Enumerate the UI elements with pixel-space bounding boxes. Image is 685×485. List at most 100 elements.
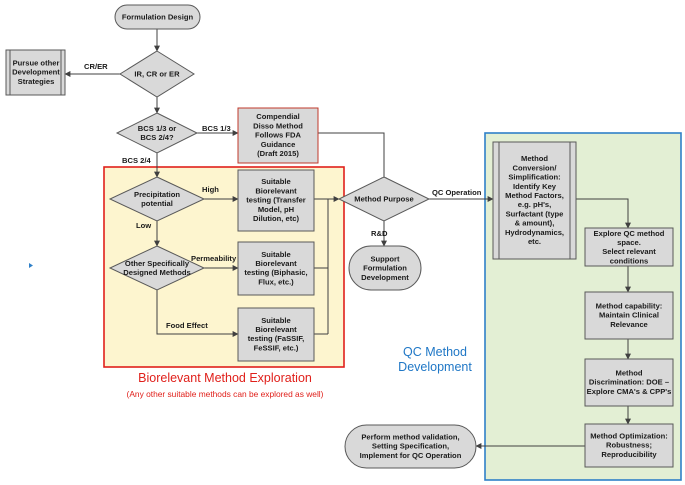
edge-other-to-fassif <box>156 290 239 337</box>
validation-line: Implement for QC Operation <box>360 451 462 460</box>
qc-region-title-line1: QC Method <box>403 345 467 359</box>
fassif-line: Biorelevant <box>255 325 297 334</box>
method-conversion-line: etc. <box>528 237 541 246</box>
edge-label-bcs-13: BCS 1/3 <box>202 124 231 133</box>
formulation-design-node <box>114 4 201 30</box>
method-conversion-line: Method <box>521 154 548 163</box>
ir-cr-er-decision <box>119 50 195 98</box>
edge-label-food-effect: Food Effect <box>166 321 208 330</box>
explore-qc-line: Explore QC method <box>594 229 665 238</box>
qc-region-title: QC Method Development <box>380 345 490 375</box>
method-purpose-label: Method Purpose <box>354 195 414 204</box>
compendial-line: Guidance <box>261 140 296 149</box>
formulation-design-label: Formulation Design <box>122 13 194 22</box>
edge-label-rd: R&D <box>371 229 388 238</box>
ir-cr-er-label: IR, CR or ER <box>134 70 180 79</box>
biphasic-line: Biorelevant <box>255 259 297 268</box>
fassif-line: FeSSIF, etc.) <box>254 343 299 352</box>
transfer-model-node <box>237 169 315 232</box>
edge-label-low: Low <box>136 221 151 230</box>
method-optimization-label: Method Optimization:Robustness;Reproduci… <box>590 431 668 458</box>
pursue-other-line: Strategies <box>18 77 55 86</box>
precipitation-line: potential <box>141 199 173 208</box>
method-conversion-line: Hydrodynamics, <box>505 228 564 237</box>
method-conversion-line: & amount), <box>515 219 555 228</box>
method-capability-node <box>584 291 674 340</box>
validation-line: Setting Specification, <box>372 442 449 451</box>
method-optimization-line: Method Optimization: <box>590 431 668 440</box>
method-conversion-line: e.g. pH's, <box>518 200 551 209</box>
support-formulation-node <box>348 245 422 291</box>
validation-label: Perform method validation,Setting Specif… <box>360 432 462 459</box>
edge-label-bcs-24: BCS 2/4 <box>122 156 151 165</box>
transfer-model-line: Dilution, etc) <box>253 214 299 223</box>
method-conversion-line: Simplification: <box>508 173 560 182</box>
other-methods-line: Other Specifically <box>125 259 190 268</box>
method-conversion-line: Surfactant (type <box>506 209 564 218</box>
other-methods-line: Designed Methods <box>123 268 191 277</box>
method-capability-line: Relevance <box>610 320 648 329</box>
qc-region-title-line2: Development <box>398 360 472 374</box>
method-conversion-node <box>492 141 577 260</box>
biphasic-line: testing (Biphasic, <box>244 268 307 277</box>
edge-labels: CR/ER BCS 1/3 BCS 2/4 High Low Permeabil… <box>84 62 482 330</box>
method-purpose-decision <box>337 176 431 222</box>
precipitation-decision <box>108 176 206 222</box>
method-optimization-line: Reproducibility <box>601 450 657 459</box>
edge-compendial-to-purpose <box>318 132 387 184</box>
biphasic-line: Flux, etc.) <box>258 277 294 286</box>
compendial-node <box>237 107 319 164</box>
method-conversion-line: Identify Key <box>513 182 557 191</box>
method-discrimination-node <box>584 358 674 407</box>
process-side-bars <box>9 50 571 259</box>
method-purpose-line: Method Purpose <box>354 195 414 204</box>
biorelevant-region-title: Biorelevant Method Exploration <box>138 371 312 385</box>
validation-node <box>344 424 477 469</box>
method-optimization-node <box>584 423 674 468</box>
bcs-decision-line: BCS 2/4? <box>140 133 174 142</box>
bcs-decision <box>115 112 199 154</box>
explore-qc-line: Select relevant <box>602 247 656 256</box>
compendial-line: Compendial <box>256 112 299 121</box>
method-conversion-line: Conversion/ <box>513 163 558 172</box>
edge-label-permeability: Permeability <box>191 254 237 263</box>
explore-qc-line: conditions <box>610 256 648 265</box>
pursue-other-line: Pursue other <box>13 58 60 67</box>
method-discrimination-line: Discrimination: DOE – <box>589 378 669 387</box>
support-formulation-line: Development <box>361 273 409 282</box>
compendial-line: (Draft 2015) <box>257 149 299 158</box>
edges <box>64 29 631 449</box>
edge-label-qc-operation: QC Operation <box>432 188 482 197</box>
fassif-node <box>237 307 315 362</box>
edge-label-high: High <box>202 185 219 194</box>
fassif-line: testing (FaSSIF, <box>248 334 305 343</box>
play-marker-icon <box>29 263 33 268</box>
biphasic-line: Suitable <box>261 250 291 259</box>
fassif-line: Suitable <box>261 316 291 325</box>
bcs-decision-line: BCS 1/3 or <box>138 124 176 133</box>
method-conversion-line: Method Factors, <box>505 191 564 200</box>
explore-qc-node <box>584 227 674 267</box>
precipitation-line: Precipitation <box>134 190 180 199</box>
nodes <box>5 4 674 469</box>
explore-qc-line: space. <box>617 238 641 247</box>
validation-line: Perform method validation, <box>361 432 459 441</box>
method-capability-line: Maintain Clinical <box>599 311 659 320</box>
transfer-model-line: testing (Transfer <box>246 196 306 205</box>
other-methods-decision <box>108 245 206 291</box>
ir-cr-er-line: IR, CR or ER <box>134 70 180 79</box>
